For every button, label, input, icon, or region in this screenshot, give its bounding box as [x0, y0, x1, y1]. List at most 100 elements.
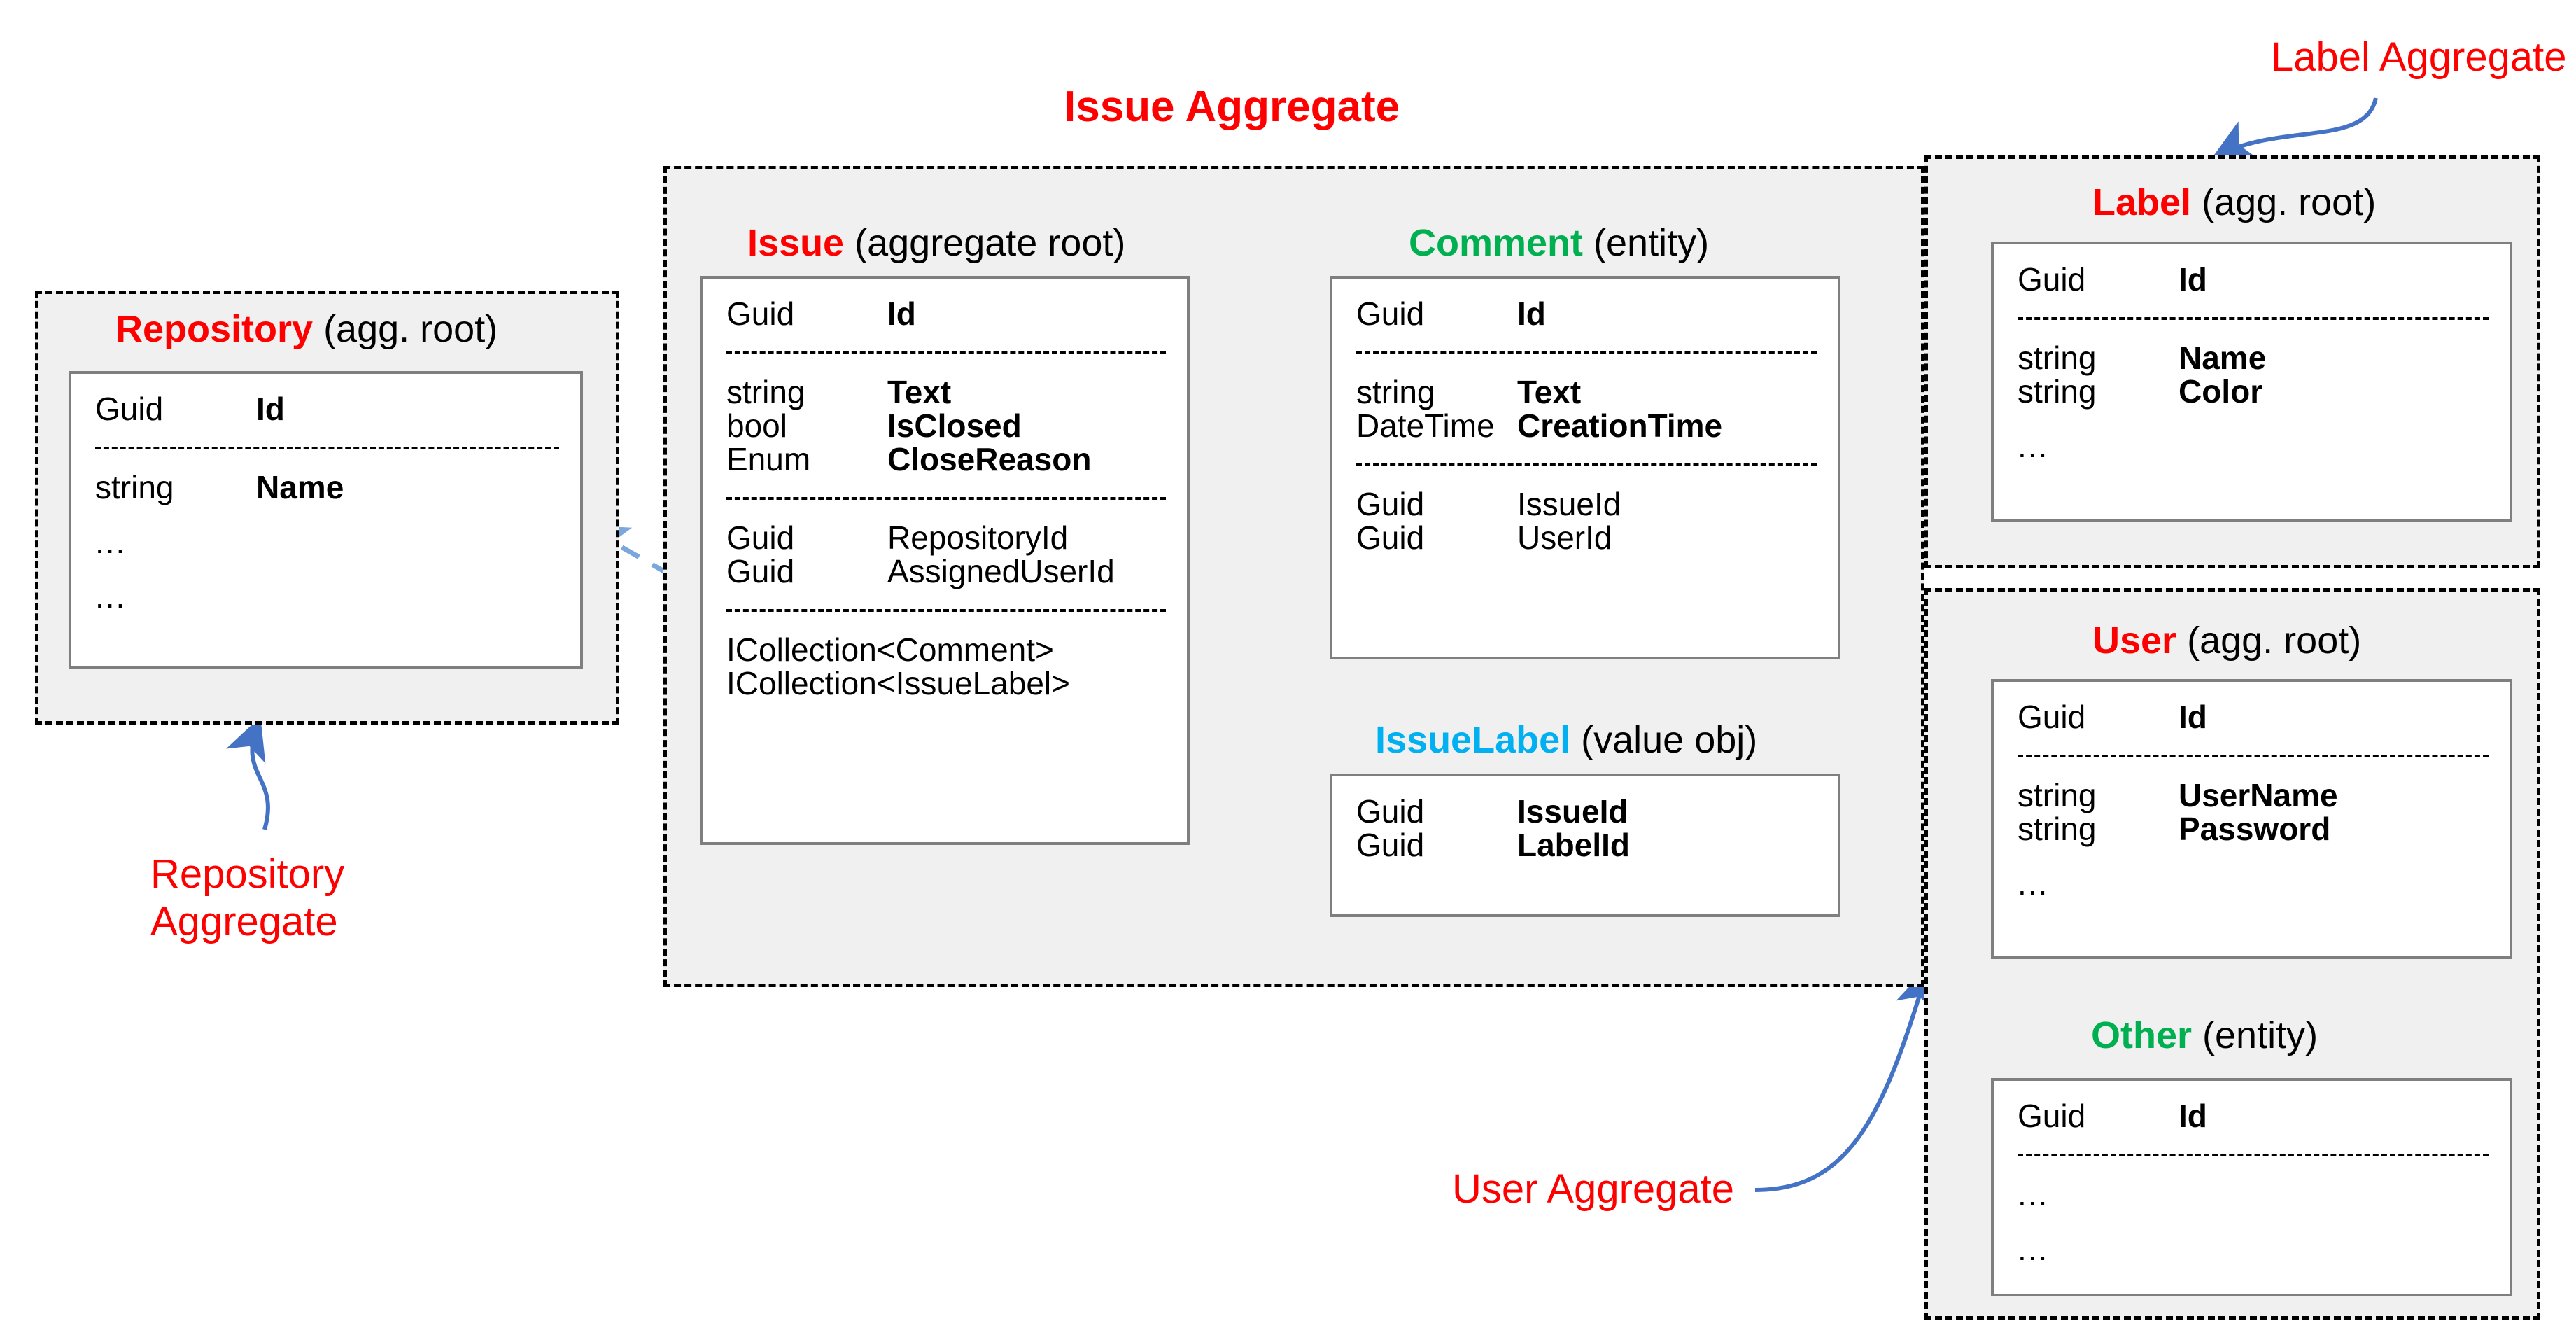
row-type: string: [95, 469, 174, 505]
table-row: Enum CloseReason: [726, 441, 1166, 477]
user-entity-stereotype: (agg. root): [2187, 620, 2362, 662]
comment-entity-name: Comment: [1409, 222, 1584, 264]
row-ellipsis: ...: [2018, 1231, 2049, 1267]
label-entity-stereotype: (agg. root): [2202, 181, 2377, 223]
issuelabel-card: Guid IssueId Guid LabelId: [1330, 774, 1840, 917]
table-row: Guid Id: [2018, 1098, 2489, 1134]
row-separator: [2018, 755, 2489, 757]
row-type: Enum: [726, 441, 811, 477]
table-row: DateTime CreationTime: [1356, 407, 1817, 444]
row-type: Guid: [726, 553, 795, 589]
row-type: ICollection<Comment>: [726, 631, 1054, 668]
table-row: Guid Id: [1356, 295, 1817, 332]
other-card-caption: Other (entity): [2091, 1016, 2318, 1054]
row-type: string: [2018, 777, 2097, 813]
callout-user-aggregate: User Aggregate: [1452, 1166, 1735, 1212]
table-row: ICollection<Comment>: [726, 631, 1166, 668]
row-prop: LabelId: [1517, 827, 1631, 863]
row-spacer: [726, 500, 1166, 521]
table-row: bool IsClosed: [726, 407, 1166, 444]
row-prop: Id: [2179, 261, 2207, 298]
row-spacer: [1356, 442, 1817, 463]
table-row: string Text: [1356, 374, 1817, 410]
table-row: string Password: [2018, 811, 2489, 847]
row-spacer: [726, 476, 1166, 497]
row-type: Guid: [726, 295, 795, 332]
row-prop: IsClosed: [887, 407, 1022, 444]
repository-entity-stereotype: (agg. root): [323, 308, 498, 350]
row-ellipsis: ...: [95, 524, 127, 560]
table-row: Guid LabelId: [1356, 827, 1817, 863]
issue-card-rows: Guid Id string Text bool IsClosed Enum C…: [703, 279, 1187, 701]
row-separator: [1356, 463, 1817, 466]
row-type: bool: [726, 407, 787, 444]
row-spacer: [2018, 320, 2489, 341]
row-spacer: [2018, 1133, 2489, 1154]
row-prop: Id: [256, 391, 285, 427]
row-prop: Name: [256, 469, 344, 505]
table-row: Guid UserId: [1356, 519, 1817, 556]
row-type: Guid: [726, 519, 795, 556]
issuelabel-entity-name: IssueLabel: [1375, 719, 1571, 761]
comment-card-caption: Comment (entity): [1409, 224, 1709, 262]
comment-entity-stereotype: (entity): [1593, 222, 1710, 264]
label-card-caption: Label (agg. root): [2092, 183, 2376, 221]
table-row: Guid Id: [2018, 261, 2489, 298]
row-ellipsis: ...: [2018, 428, 2049, 464]
row-spacer: [2018, 757, 2489, 778]
table-row: Guid IssueId: [1356, 793, 1817, 830]
callout-arrow-user-aggregate: [1754, 966, 1937, 1192]
label-card-rows: Guid Id string Name string Color ...: [1994, 244, 2510, 464]
table-row: Guid Id: [2018, 699, 2489, 735]
row-prop: Color: [2179, 373, 2263, 410]
table-row: string Name: [95, 469, 559, 505]
row-prop: Text: [1517, 374, 1582, 410]
row-type: string: [2018, 340, 2097, 376]
repository-entity-name: Repository: [115, 308, 314, 350]
issue-aggregate-title: Issue Aggregate: [1064, 83, 1400, 131]
row-spacer: [726, 588, 1166, 609]
row-spacer: [95, 559, 559, 580]
row-type: Guid: [1356, 793, 1425, 830]
row-prop: Name: [2179, 340, 2267, 376]
row-type: Guid: [1356, 486, 1425, 522]
row-ellipsis: ...: [2018, 865, 2049, 902]
row-prop: CreationTime: [1517, 407, 1723, 444]
row-separator: [1356, 351, 1817, 354]
row-type: Guid: [1356, 295, 1425, 332]
row-separator: [2018, 317, 2489, 320]
callout-repository-aggregate: Repository Aggregate: [150, 851, 345, 945]
row-spacer: [2018, 296, 2489, 317]
row-spacer: [726, 612, 1166, 633]
table-row: Guid Id: [726, 295, 1166, 332]
row-type: ICollection<IssueLabel>: [726, 665, 1070, 701]
row-separator: [726, 497, 1166, 500]
row-prop: IssueId: [1517, 793, 1628, 830]
row-ellipsis: ...: [95, 578, 127, 615]
repository-card-caption: Repository (agg. root): [115, 310, 498, 348]
row-spacer: [2018, 408, 2489, 429]
row-spacer: [2018, 1156, 2489, 1177]
row-spacer: [95, 426, 559, 447]
row-type: Guid: [1356, 519, 1425, 556]
row-type: Guid: [1356, 827, 1425, 863]
table-row: ICollection<IssueLabel>: [726, 665, 1166, 701]
row-separator: [726, 609, 1166, 612]
row-spacer: [2018, 734, 2489, 755]
row-prop: Id: [2179, 1098, 2207, 1134]
row-separator: [2018, 1154, 2489, 1156]
other-entity-name: Other: [2091, 1014, 2193, 1056]
row-spacer: [2018, 1211, 2489, 1232]
comment-card: Guid Id string Text DateTime CreationTim…: [1330, 276, 1840, 659]
table-row: string UserName: [2018, 777, 2489, 813]
callout-label-aggregate: Label Aggregate: [2271, 34, 2567, 80]
row-type: Guid: [95, 391, 164, 427]
row-prop: Id: [1517, 295, 1546, 332]
row-prop: Id: [887, 295, 916, 332]
row-type: string: [726, 374, 805, 410]
row-prop: AssignedUserId: [887, 553, 1115, 589]
row-type: string: [2018, 373, 2097, 410]
comment-card-rows: Guid Id string Text DateTime CreationTim…: [1332, 279, 1838, 556]
row-prop: UserId: [1517, 519, 1612, 556]
